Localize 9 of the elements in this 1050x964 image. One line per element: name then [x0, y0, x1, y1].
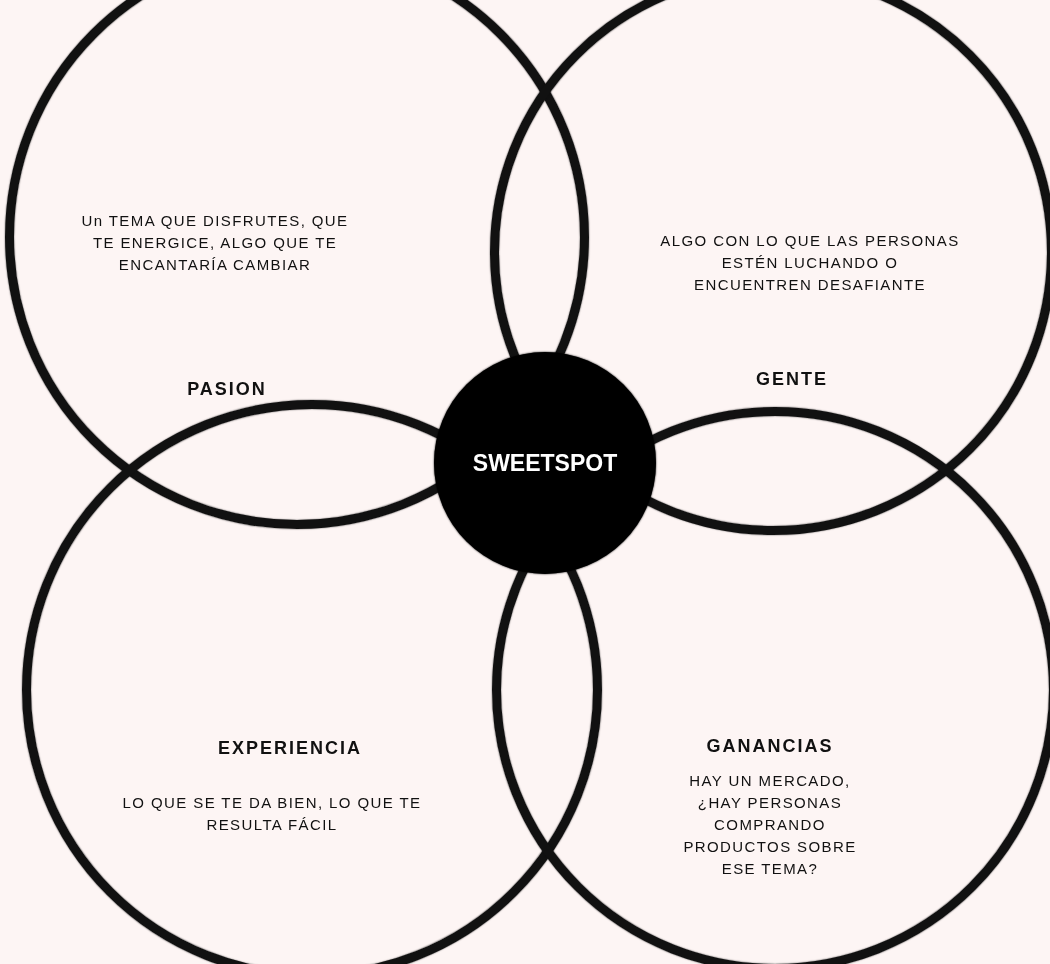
description-text: Un TEMA QUE DISFRUTES, QUE TE ENERGICE, ALGO QUE TE ENCANTARÍA CAMBIAR	[80, 211, 350, 275]
description-text: HAY UN MERCADO, ¿HAY PERSONAS COMPRANDO PRODUCTOS SOBRE ESE TEMA?	[682, 771, 858, 879]
heading-text: GANANCIAS	[705, 736, 835, 757]
heading-text: EXPERIENCIA	[217, 738, 363, 759]
description-text: ALGO CON LO QUE LAS PERSONAS ESTÉN LUCHANDO O ENCUENTREN DESAFIANTE	[660, 231, 960, 295]
center-label: SWEETSPOT	[471, 450, 619, 477]
heading-text: GENTE	[755, 369, 829, 390]
heading-text: PASION	[186, 379, 268, 400]
description-text: LO QUE SE TE DA BIEN, LO QUE TE RESULTA FÁCIL	[121, 793, 423, 835]
